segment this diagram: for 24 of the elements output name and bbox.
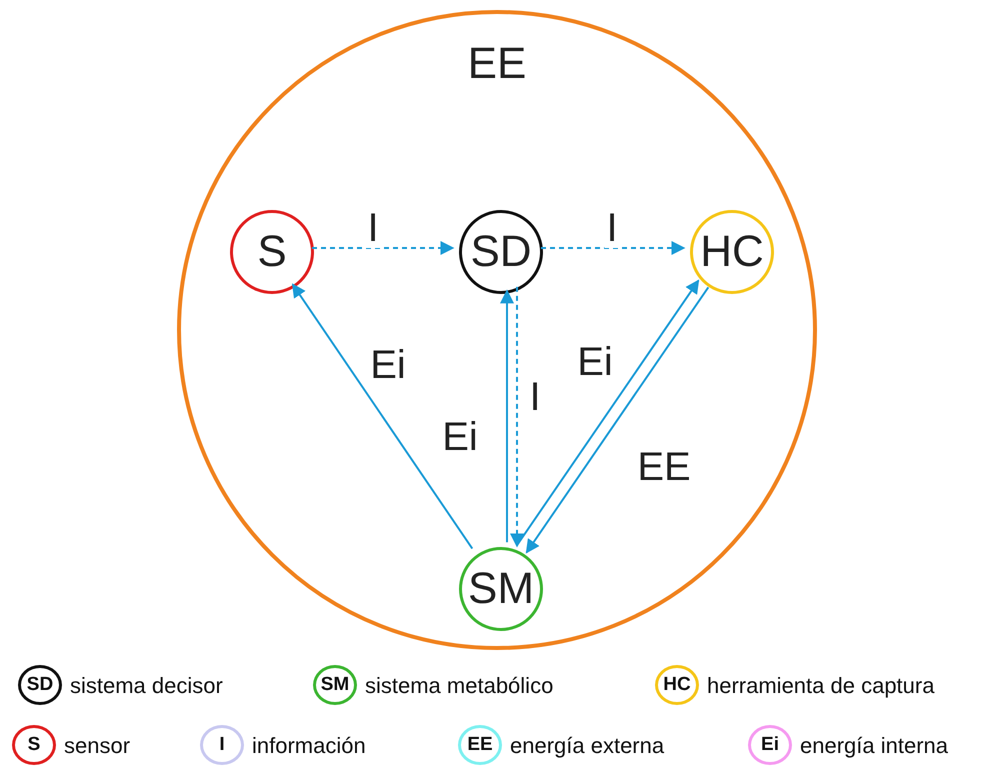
node-label: SD [470, 230, 532, 274]
legend-abbreviation: HC [663, 674, 691, 696]
legend-text: energía interna [800, 733, 948, 759]
legend-abbreviation: Ei [761, 734, 779, 756]
legend-abbreviation: SM [320, 674, 350, 696]
legend-abbreviation: SD [26, 674, 54, 696]
node-label: EE [468, 42, 526, 86]
legend-text: sensor [64, 733, 130, 759]
arrow [541, 241, 686, 255]
legend-text: sistema metabólico [365, 673, 554, 699]
arrow [312, 241, 454, 255]
arrow [292, 283, 474, 550]
arrow [510, 286, 524, 548]
legend-text: sistema decisor [70, 673, 223, 699]
node-label: HC [700, 230, 764, 274]
legend-text: herramienta de captura [707, 673, 934, 699]
legend-text: energía externa [510, 733, 664, 759]
node-label: SM [468, 567, 534, 611]
legend-abbreviation: S [28, 734, 40, 756]
node-label: S [257, 230, 287, 274]
legend-text: información [252, 733, 366, 759]
legend-abbreviation: EE [467, 734, 493, 756]
legend-abbreviation: I [219, 734, 225, 756]
arrow [500, 289, 514, 542]
